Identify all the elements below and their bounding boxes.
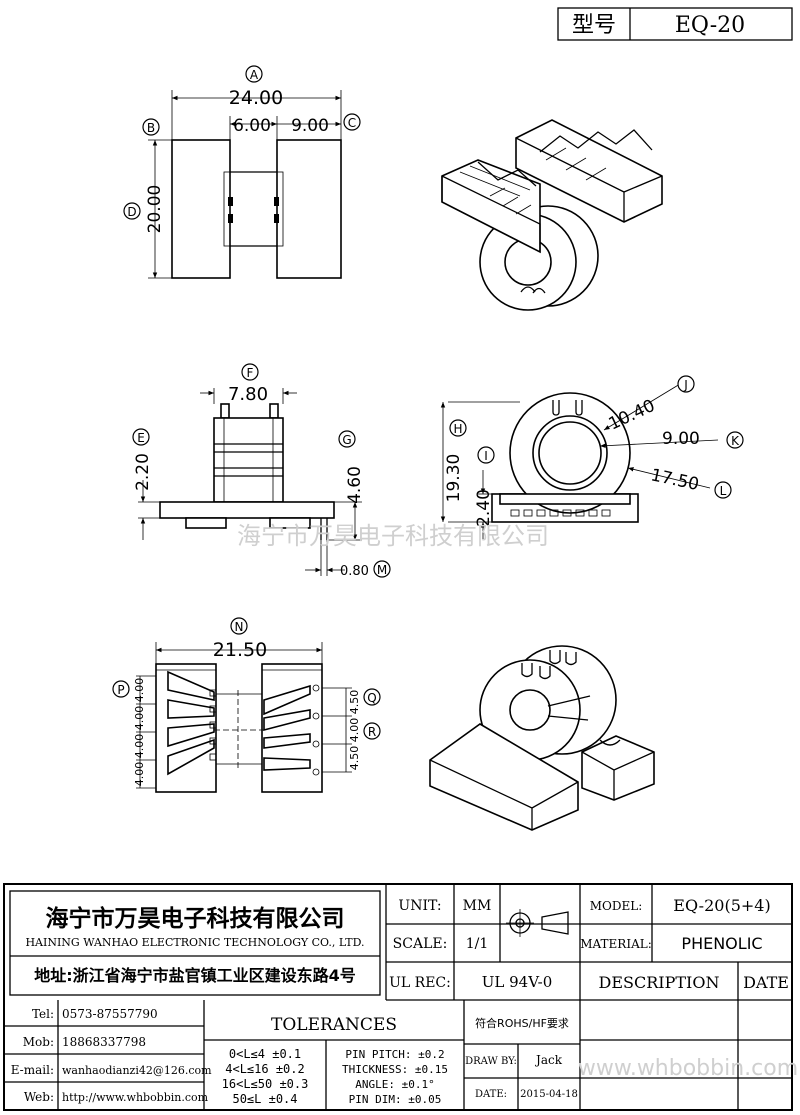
date-header: DATE [743, 973, 789, 992]
contact-tel-value: 0573-87557790 [62, 1007, 158, 1021]
projection-symbol-icon [506, 909, 569, 937]
model-header-value: EQ-20 [675, 13, 745, 38]
tolerances-title: TOLERANCES [271, 1015, 397, 1035]
ulrec-value: UL 94V-0 [482, 973, 553, 991]
tolerance-row-4: 50≤L ±0.4 [232, 1092, 297, 1106]
scale-value: 1/1 [466, 936, 489, 952]
dim-m: 0.80 [340, 564, 369, 579]
label-k: K [731, 434, 740, 448]
top-view: 24.00 6.00 9.00 20.00 A B C D [123, 65, 361, 279]
label-q: Q [367, 691, 376, 705]
model-value: EQ-20(5+4) [673, 896, 770, 915]
bottom-view: 21.50 N 4.00 4.00 4.00 4.00 P 4.50 4.00 … [112, 617, 381, 793]
front-pin-slots [510, 509, 611, 517]
company-address: 地址:浙江省海宁市盐官镇工业区建设东路4号 [34, 966, 356, 985]
tolerance-row-2: 4<L≤16 ±0.2 [225, 1062, 304, 1076]
tolerance-row-1: 0<L≤4 ±0.1 [229, 1047, 301, 1061]
contact-mob-value: 18868337798 [62, 1035, 146, 1049]
material-label: MATERIAL: [580, 937, 652, 951]
dim-inner: 6.00 [233, 116, 271, 136]
label-d: D [127, 205, 136, 219]
dim-l: 17.50 [649, 465, 701, 495]
label-b: B [147, 121, 155, 135]
model-header: 型号 EQ-20 [557, 7, 793, 41]
pin-tolerance-4: PIN DIM: ±0.05 [349, 1093, 442, 1106]
unit-value: MM [463, 898, 492, 914]
footer-watermark: www.whbobbin.com [578, 1056, 798, 1081]
dim-e: 2.20 [133, 453, 153, 491]
dim-p-2: 4.00 [133, 706, 146, 731]
label-j: J [683, 378, 688, 392]
contact-mob-label: Mob: [23, 1035, 54, 1049]
dim-width: 24.00 [229, 87, 283, 109]
ulrec-label: UL REC: [389, 975, 451, 991]
dim-h: 19.30 [444, 454, 464, 503]
dim-i: 2.40 [474, 489, 494, 527]
label-g: G [342, 433, 351, 447]
dim-n: 21.50 [213, 639, 267, 661]
dim-outer: 9.00 [291, 116, 329, 136]
label-m: M [377, 563, 387, 577]
label-r: R [368, 725, 376, 739]
dim-p-1: 4.00 [133, 678, 146, 703]
front-view: 19.30 H 2.40 I 10.40 J 9.00 K 17.50 L [440, 375, 744, 540]
label-c: C [348, 116, 356, 130]
dim-g: 4.60 [345, 466, 365, 504]
side-view: 7.80 F 2.20 E 4.60 G 0.80 M [132, 363, 391, 579]
draw-by-label: DRAW BY: [465, 1056, 517, 1067]
date-value: 2015-04-18 [520, 1089, 578, 1100]
scale-label: SCALE: [393, 936, 448, 952]
right-pin-tabs [263, 684, 320, 776]
model-label: MODEL: [590, 899, 643, 913]
left-pin-tabs [167, 670, 217, 776]
description-label: DESCRIPTION [599, 973, 720, 992]
label-a: A [250, 68, 259, 82]
title-block: 海宁市万昊电子科技有限公司 HAINING WANHAO ELECTRONIC … [3, 883, 798, 1111]
pin-tolerance-2: THICKNESS: ±0.15 [342, 1063, 448, 1076]
label-f: F [247, 366, 254, 380]
company-name-cn: 海宁市万昊电子科技有限公司 [46, 905, 345, 932]
label-n: N [235, 620, 244, 634]
pin-tolerance-1: PIN PITCH: ±0.2 [345, 1048, 444, 1061]
dim-k: 9.00 [662, 429, 700, 449]
label-e: E [137, 431, 145, 445]
company-name-en: HAINING WANHAO ELECTRONIC TECHNOLOGY CO.… [25, 936, 364, 949]
contact-email-label: E-mail: [11, 1063, 54, 1077]
label-l: L [720, 484, 727, 498]
dim-height: 20.00 [145, 185, 165, 234]
draw-by-value: Jack [534, 1053, 563, 1067]
label-p: P [117, 683, 124, 697]
dim-r-low: 4.50 [348, 746, 361, 771]
contact-web-label: Web: [24, 1090, 54, 1104]
material-value: PHENOLIC [681, 934, 762, 953]
rohs-note: 符合ROHS/HF要求 [475, 1016, 569, 1030]
watermark: 海宁市万昊电子科技有限公司 [237, 522, 549, 550]
dim-r-mid: 4.00 [348, 718, 361, 743]
dim-pins: 7.80 [228, 384, 268, 405]
label-i: I [484, 449, 488, 463]
tolerance-row-3: 16<L≤50 ±0.3 [222, 1077, 309, 1091]
dim-q: 4.50 [348, 690, 361, 715]
dim-p-3: 4.00 [133, 734, 146, 759]
unit-label: UNIT: [398, 898, 441, 914]
label-h: H [453, 422, 462, 436]
pin-tolerance-3: ANGLE: ±0.1° [355, 1078, 434, 1091]
dim-j: 10.40 [606, 396, 659, 435]
contact-tel-label: Tel: [32, 1007, 54, 1021]
contact-email-value[interactable]: wanhaodianzi42@126.com [62, 1064, 212, 1077]
model-header-label: 型号 [572, 13, 616, 38]
dim-p-4: 4.00 [133, 762, 146, 787]
isometric-view-bottom [429, 645, 655, 831]
contact-web-value[interactable]: http://www.whbobbin.com [62, 1091, 209, 1104]
date-label: DATE: [475, 1089, 507, 1100]
isometric-view-top [441, 119, 663, 311]
